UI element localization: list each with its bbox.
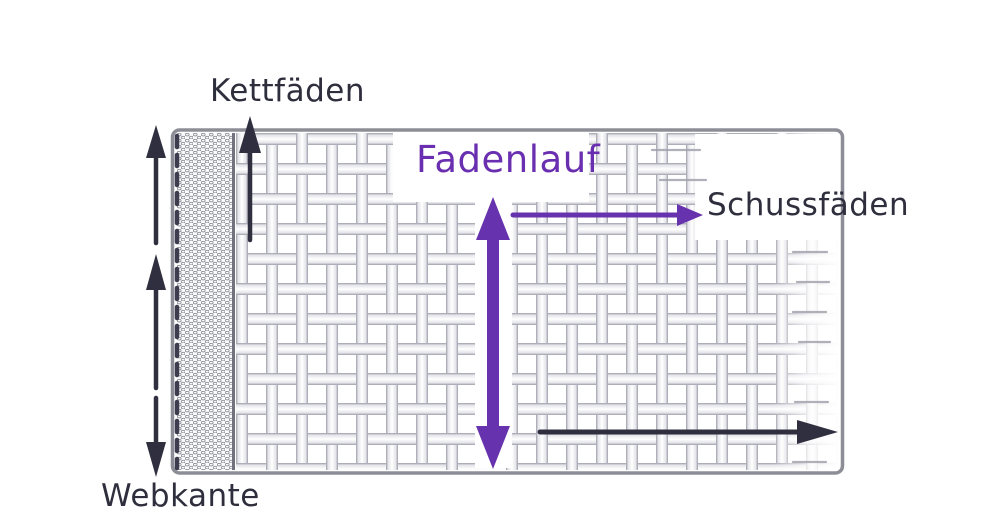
fadenlauf-label: Fadenlauf: [416, 138, 601, 181]
fabric-border: [170, 128, 845, 475]
selvedge-up-arrow-middle-icon: [146, 254, 166, 391]
schussfaeden-label: Schussfäden: [707, 187, 910, 223]
grainline-double-arrow-icon: [476, 197, 510, 469]
kettfaeden-arrow-icon: [239, 116, 261, 243]
kettfaeden-label: Kettfäden: [210, 73, 365, 109]
selvedge-strip: [177, 133, 235, 470]
selvedge-direction-arrows: [146, 125, 166, 477]
selvedge-up-arrow-top-icon: [146, 125, 166, 246]
schussfaeden-arrow-icon: [510, 204, 703, 226]
selvedge-down-arrow-bottom-icon: [146, 395, 166, 477]
thread-streaks: [650, 148, 832, 464]
weft-direction-arrow-icon: [537, 420, 838, 444]
webkante-label: Webkante: [101, 478, 260, 514]
